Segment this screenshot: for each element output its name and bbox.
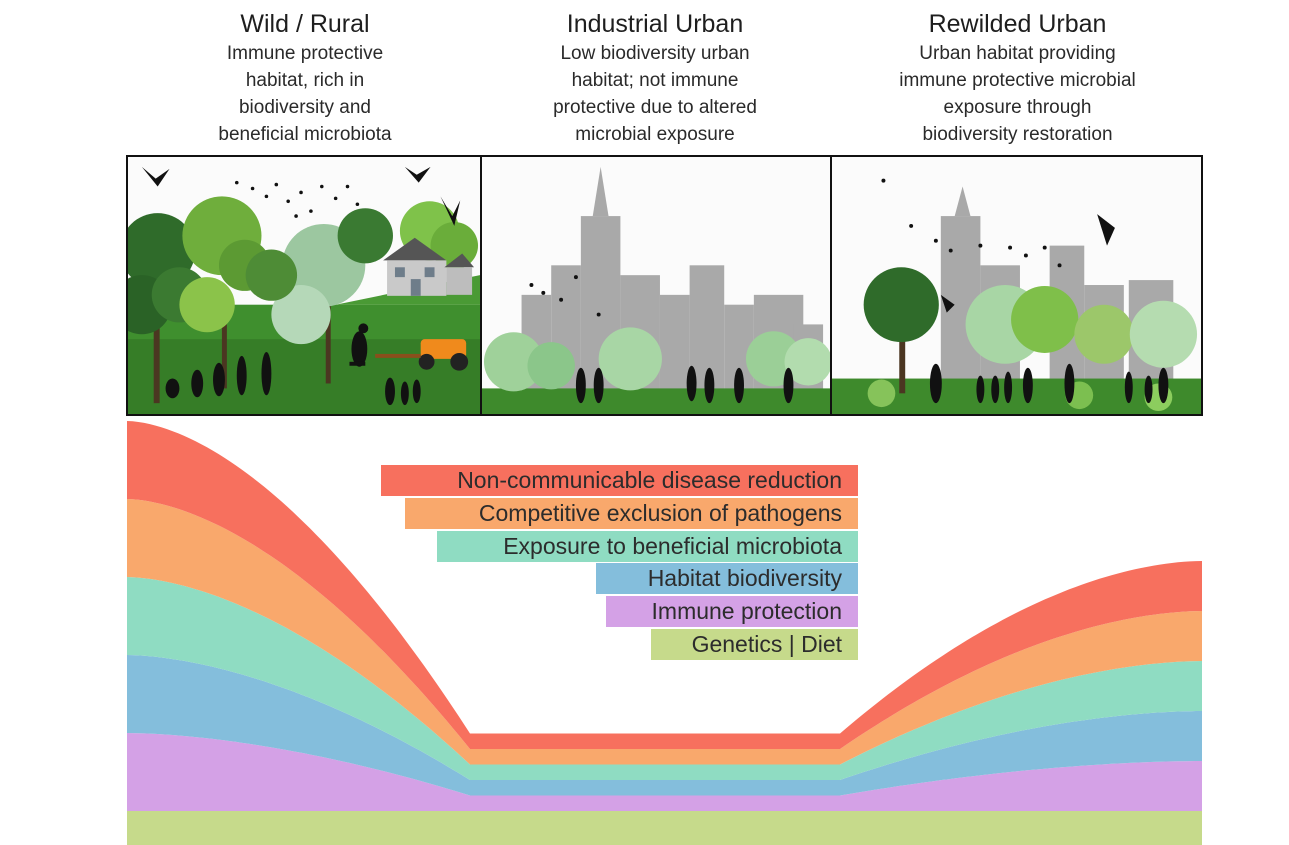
column-header-rewilded-urban: Rewilded Urban Urban habitat providing i…	[845, 8, 1190, 148]
column-description-line: habitat, rich in	[245, 70, 365, 91]
band-competitive-exclusion	[127, 499, 1202, 765]
legend-item-ncd-reduction: Non-communicable disease reduction	[381, 465, 858, 496]
tree-icon	[245, 208, 393, 301]
wild-rural-illustration	[126, 155, 482, 416]
legend-item-competitive-exclusion: Competitive exclusion of pathogens	[405, 498, 858, 529]
column-header-wild-rural: Wild / Rural Immune protective habitat, …	[160, 8, 450, 148]
tractor-icon	[375, 339, 469, 371]
band-beneficial-microbiota	[127, 577, 1202, 780]
column-description-line: Immune protective	[226, 43, 384, 64]
industrial-urban-illustration	[480, 155, 832, 416]
band-habitat-biodiversity	[127, 655, 1202, 796]
legend-item-habitat-biodiversity: Habitat biodiversity	[596, 563, 858, 594]
column-description-line: habitat; not immune	[571, 70, 739, 91]
band-genetics-diet	[127, 811, 1202, 845]
column-description-line: immune protective microbial	[899, 70, 1136, 91]
column-description-line: biodiversity and	[238, 97, 372, 118]
human-evolution-icon	[165, 351, 272, 399]
column-description-line: beneficial microbiota	[218, 124, 392, 145]
house-icon	[383, 237, 475, 296]
column-header-industrial-urban: Industrial Urban Low biodiversity urban …	[490, 8, 820, 148]
column-description-line: protective due to altered	[553, 97, 757, 118]
band-ncd-reduction	[127, 421, 1202, 749]
legend-item-beneficial-microbiota: Exposure to beneficial microbiota	[437, 531, 858, 562]
column-title: Industrial Urban	[566, 10, 744, 38]
bird-icon	[141, 166, 461, 226]
rewilded-urban-illustration	[830, 155, 1203, 416]
band-immune-protection	[127, 733, 1202, 811]
column-description-line: Urban habitat providing	[919, 43, 1116, 64]
legend-item-immune-protection: Immune protection	[606, 596, 858, 627]
person-icon	[575, 365, 794, 404]
column-title: Rewilded Urban	[928, 10, 1107, 38]
column-title: Wild / Rural	[240, 10, 370, 38]
kangaroo-icon	[349, 323, 369, 367]
column-description-line: exposure through	[943, 97, 1092, 118]
person-icon	[385, 377, 421, 406]
column-description-line: biodiversity restoration	[922, 124, 1113, 145]
bird-icon	[529, 275, 601, 317]
tree-icon	[179, 196, 271, 389]
legend-item-genetics-diet: Genetics | Diet	[651, 629, 858, 660]
column-description-line: Low biodiversity urban	[560, 43, 750, 64]
column-description-line: microbial exposure	[575, 124, 735, 145]
person-icon	[929, 363, 1169, 404]
tree-icon	[863, 267, 1198, 394]
